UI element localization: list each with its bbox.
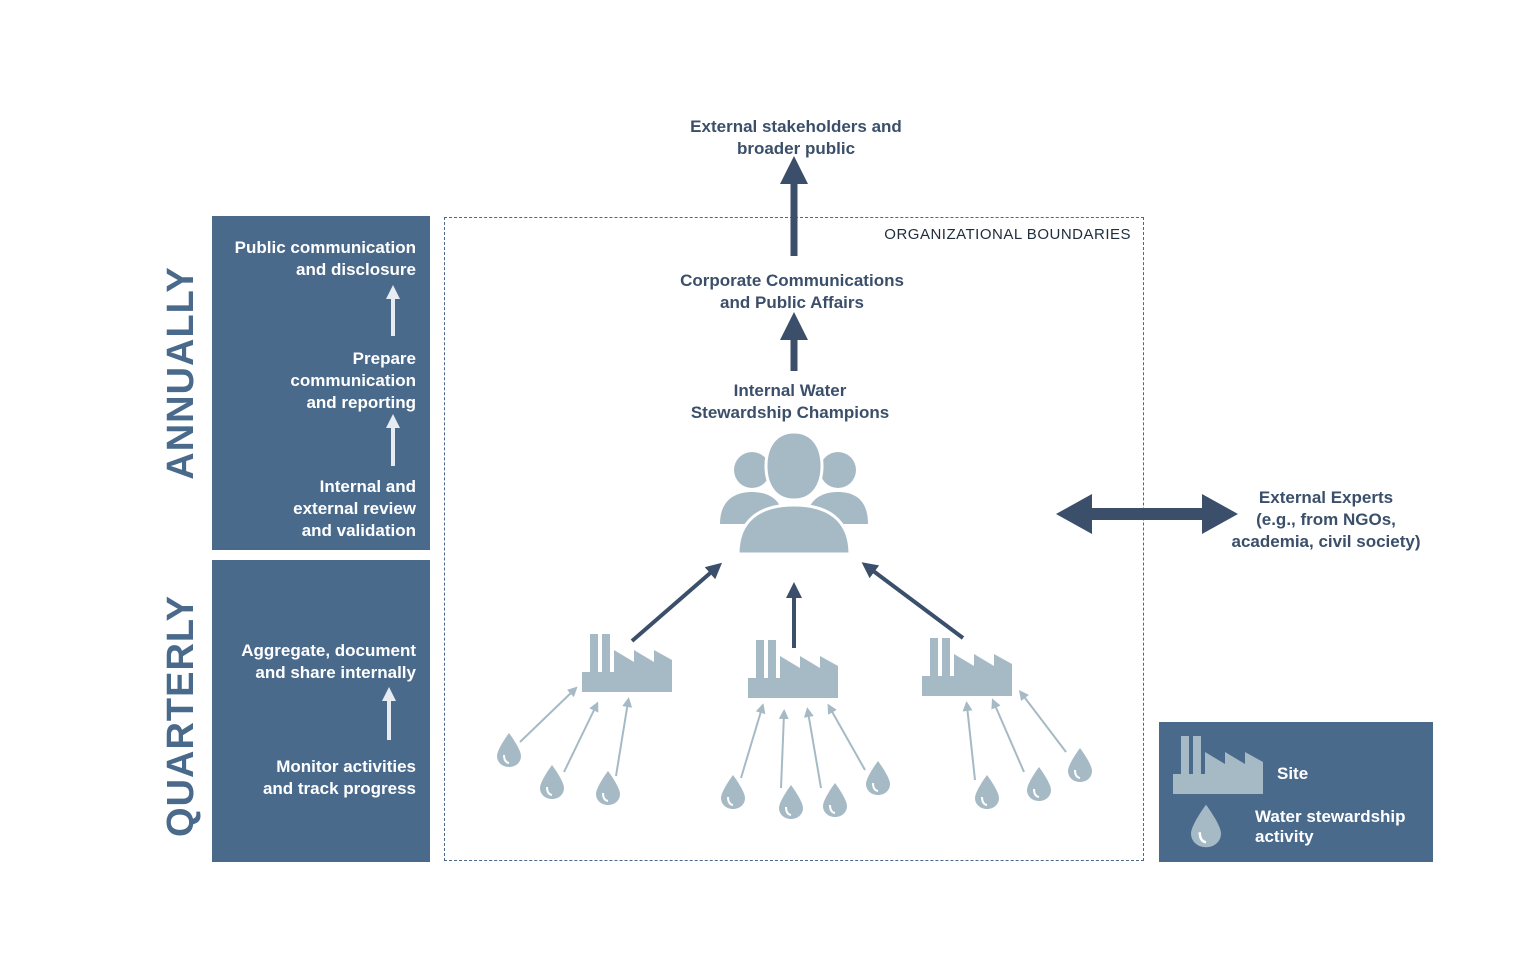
double-arrow-external-experts bbox=[1056, 494, 1238, 534]
boundary-label: ORGANIZATIONAL BOUNDARIES bbox=[884, 226, 1131, 243]
step-review-validation: Internal and external review and validat… bbox=[293, 477, 416, 540]
water-drop-icon bbox=[1027, 767, 1051, 801]
factory-icon-center bbox=[748, 640, 838, 698]
step-aggregate-document: Aggregate, document and share internally bbox=[241, 641, 416, 682]
champions-label: Internal Water Stewardship Champions bbox=[690, 381, 890, 422]
water-drop-icon bbox=[779, 785, 803, 819]
factory-icon-left bbox=[582, 634, 672, 692]
water-drop-icon bbox=[1068, 748, 1092, 782]
arrow-site-right-to-champions bbox=[861, 562, 965, 640]
water-drop-icon bbox=[596, 771, 620, 805]
water-drop-icon bbox=[497, 733, 521, 767]
annual-process-panel bbox=[212, 216, 430, 550]
drop-arrow-9 bbox=[991, 698, 1025, 773]
step-monitor-activities: Monitor activities and track progress bbox=[262, 757, 416, 798]
legend-activity-label: Water stewardship activity bbox=[1255, 807, 1406, 846]
drop-arrow-1 bbox=[519, 686, 578, 743]
corporate-comms-label: Corporate Communications and Public Affa… bbox=[680, 271, 904, 312]
water-drop-icon bbox=[823, 783, 847, 817]
arrow-site-left-to-champions bbox=[630, 562, 723, 643]
water-drop-icon bbox=[540, 765, 564, 799]
drop-arrow-10 bbox=[1018, 690, 1067, 753]
legend-site-label: Site bbox=[1277, 764, 1309, 783]
water-drop-icon bbox=[975, 775, 999, 809]
drop-arrow-8 bbox=[962, 701, 976, 781]
people-group-icon bbox=[720, 430, 868, 556]
water-drop-icon bbox=[721, 775, 745, 809]
drop-arrow-3 bbox=[615, 697, 633, 777]
drop-arrow-6 bbox=[803, 707, 822, 789]
drop-arrow-4 bbox=[740, 703, 766, 779]
drop-arrow-5 bbox=[778, 709, 789, 789]
legend-panel: Site Water stewardship activity bbox=[1159, 722, 1433, 862]
external-experts-label: External Experts (e.g., from NGOs, acade… bbox=[1231, 488, 1421, 551]
quarterly-process-panel bbox=[212, 560, 430, 862]
step-public-communication: Public communication and disclosure bbox=[234, 238, 416, 279]
water-drop-icon bbox=[866, 761, 890, 795]
step-prepare-communication: Prepare communication and reporting bbox=[290, 349, 416, 412]
factory-icon-right bbox=[922, 638, 1012, 696]
drop-arrow-2 bbox=[563, 701, 599, 773]
external-stakeholders-label: External stakeholders and broader public bbox=[690, 117, 902, 158]
drop-arrow-7 bbox=[827, 703, 866, 771]
